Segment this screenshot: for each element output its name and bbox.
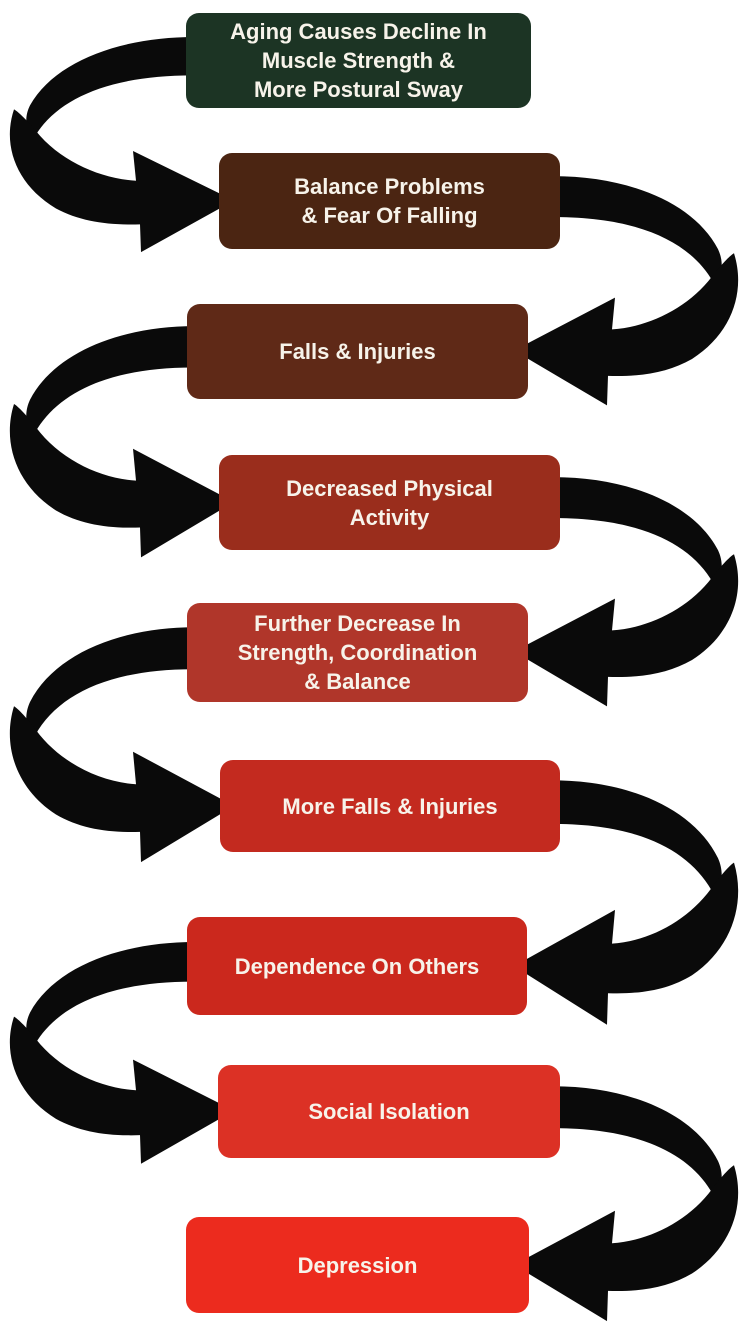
arrow-tail-stroke <box>26 326 240 433</box>
flow-box-more-falls: More Falls & Injuries <box>220 760 560 852</box>
curved-arrow-dependence-to-isolation <box>9 942 240 1164</box>
arrow-head-stroke <box>514 1165 739 1322</box>
flow-box-dependence: Dependence On Others <box>187 917 527 1015</box>
curved-arrow-falls-to-activity <box>9 326 240 558</box>
arrow-head-stroke <box>514 253 739 406</box>
curved-arrow-further-decrease-to-more-falls <box>9 627 240 863</box>
arrow-head-stroke <box>514 554 739 707</box>
curved-arrow-activity-to-further-decrease <box>508 477 739 707</box>
arrow-tail-stroke <box>508 477 722 583</box>
curved-arrow-balance-to-falls <box>508 176 739 406</box>
arrow-tail-stroke <box>26 942 240 1045</box>
arrow-tail-stroke <box>508 176 722 282</box>
arrow-head-stroke <box>9 109 234 253</box>
arrow-tail-stroke <box>26 627 240 736</box>
flow-box-aging-decline: Aging Causes Decline In Muscle Strength … <box>186 13 531 108</box>
flow-box-further-decrease: Further Decrease In Strength, Coordinati… <box>187 603 528 702</box>
arrow-tail-stroke <box>508 780 722 893</box>
flow-box-depression: Depression <box>186 1217 529 1313</box>
flow-box-falls-injuries: Falls & Injuries <box>187 304 528 399</box>
arrow-head-stroke <box>9 706 234 863</box>
arrow-tail-stroke <box>508 1086 722 1195</box>
arrow-head-stroke <box>514 862 739 1025</box>
curved-arrow-more-falls-to-dependence <box>508 780 739 1025</box>
flow-box-social-isolation: Social Isolation <box>218 1065 560 1158</box>
arrow-head-stroke <box>9 403 234 558</box>
flow-box-balance-problems: Balance Problems & Fear Of Falling <box>219 153 560 249</box>
curved-arrow-isolation-to-depression <box>508 1086 739 1322</box>
flow-box-decreased-activity: Decreased Physical Activity <box>219 455 560 550</box>
arrow-head-stroke <box>9 1016 234 1164</box>
